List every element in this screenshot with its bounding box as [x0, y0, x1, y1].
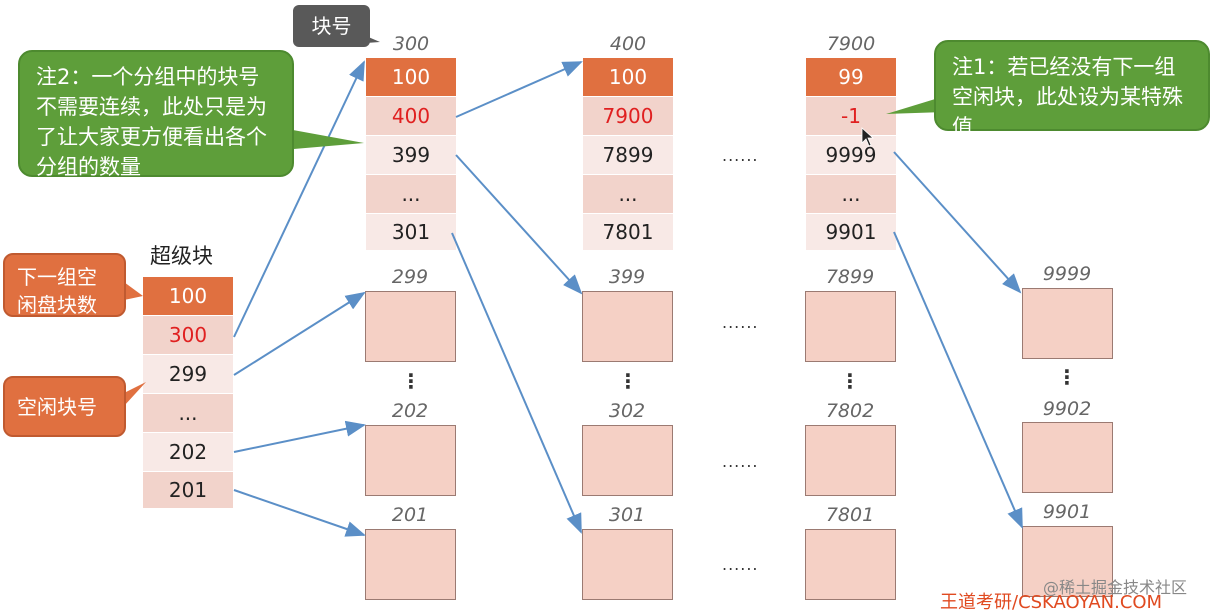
group-cell: ... [366, 175, 456, 213]
superblock-title: 超级块 [150, 244, 213, 268]
group-cell: 400 [366, 97, 456, 135]
watermark: @稀土掘金技术社区 [1043, 578, 1188, 597]
arrow [455, 154, 583, 295]
free-block [805, 291, 896, 362]
ellipsis-horizontal: ...... [722, 313, 759, 332]
block-label: 9901 [1042, 501, 1092, 523]
group-400-label: 400 [609, 33, 647, 55]
free-block [365, 291, 456, 362]
ellipsis-horizontal: ...... [722, 146, 759, 165]
block-label: 202 [391, 400, 429, 422]
superblock-cell: 100 [143, 277, 233, 315]
free-block [1022, 526, 1113, 597]
superblock-cell: 300 [143, 316, 233, 354]
group-cell: 100 [583, 58, 673, 96]
note1-callout: 注1：若已经没有下一组空闲块，此处设为某特殊值 [934, 40, 1210, 139]
block-label: 302 [608, 400, 646, 422]
free-block [1022, 422, 1113, 493]
callout-tail [282, 128, 364, 150]
arrow [233, 489, 366, 537]
block-label: 201 [391, 504, 429, 526]
block-label: 399 [608, 266, 646, 288]
block-label: 301 [608, 504, 646, 526]
group-cell: ... [583, 175, 673, 213]
group-cell: 9901 [806, 214, 896, 250]
free-block [582, 425, 673, 496]
group-cell: 100 [366, 58, 456, 96]
free-block [582, 529, 673, 600]
group-300-label: 300 [392, 33, 430, 55]
next-group-count-callout: 下一组空闲盘块数 [3, 253, 126, 317]
block-number-tag: 块号 [293, 5, 370, 47]
free-block [1022, 288, 1113, 359]
vertical-ellipsis: ⋮ [401, 369, 421, 393]
block-label: 9999 [1042, 263, 1092, 285]
arrow [451, 232, 582, 534]
group-cell: 7899 [583, 136, 673, 174]
ellipsis-horizontal: ...... [722, 555, 759, 574]
arrow [455, 61, 583, 118]
block-label: 7899 [825, 266, 875, 288]
block-label: 7801 [825, 504, 875, 526]
free-block [365, 529, 456, 600]
block-label: 7802 [825, 400, 875, 422]
vertical-ellipsis: ⋮ [840, 369, 860, 393]
arrow [233, 291, 366, 376]
vertical-ellipsis: ⋮ [618, 369, 638, 393]
note2-callout: 注2：一个分组中的块号不需要连续，此处只是为了让大家更方便看出各个分组的数量 [18, 50, 294, 179]
group-cell: 9999 [806, 136, 896, 174]
free-block [805, 529, 896, 600]
ellipsis-horizontal: ...... [722, 452, 759, 471]
superblock-cell: 299 [143, 355, 233, 393]
group-cell: 301 [366, 214, 456, 250]
group-cell: 7801 [583, 214, 673, 250]
free-block [365, 425, 456, 496]
callout-tail [124, 282, 143, 300]
superblock-cell: 202 [143, 433, 233, 471]
vertical-ellipsis: ⋮ [1057, 365, 1077, 389]
arrow [893, 231, 1023, 529]
group-cell: ... [806, 175, 896, 213]
free-block-number-callout: 空闲块号 [3, 376, 126, 437]
group-7900-label: 7900 [826, 33, 876, 55]
block-label: 9902 [1042, 398, 1092, 420]
free-block [805, 425, 896, 496]
block-label: 299 [391, 266, 429, 288]
group-cell: 399 [366, 136, 456, 174]
arrow [233, 420, 366, 453]
superblock-cell: 201 [143, 472, 233, 508]
free-block [582, 291, 673, 362]
superblock-cell: ... [143, 394, 233, 432]
group-cell: 7900 [583, 97, 673, 135]
arrow [893, 151, 1022, 294]
group-cell: -1 [806, 97, 896, 135]
group-cell: 99 [806, 58, 896, 96]
